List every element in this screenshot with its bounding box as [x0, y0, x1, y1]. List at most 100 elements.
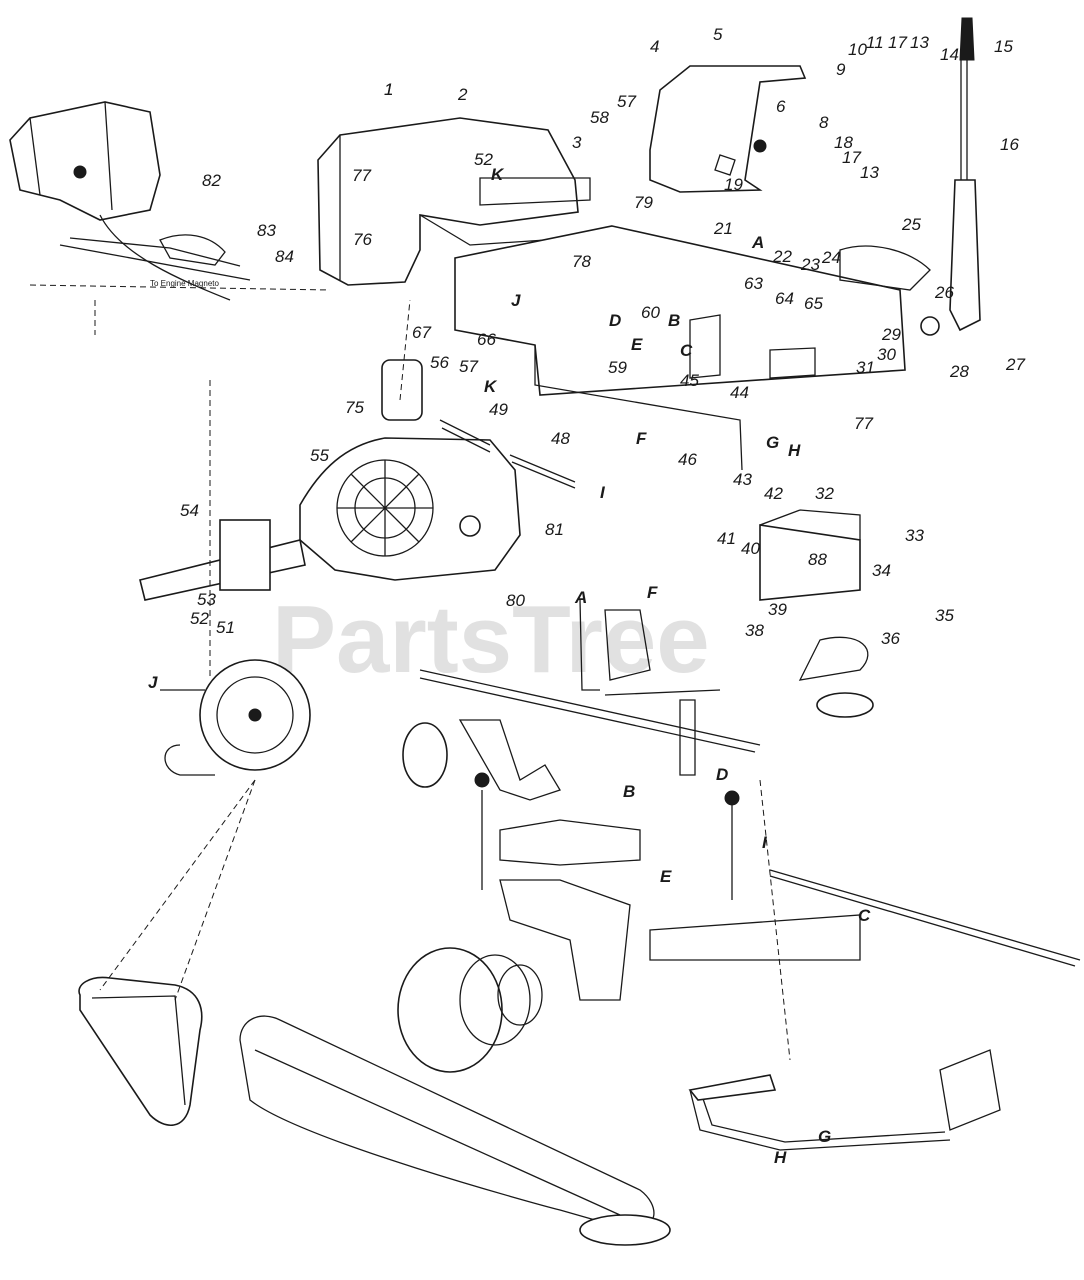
- reference-letter: G: [818, 1127, 831, 1146]
- part-number-callout: 17: [888, 33, 907, 52]
- part-number-callout: 78: [572, 252, 591, 271]
- part-number-callout: 63: [744, 274, 763, 293]
- part-number-callout: 88: [808, 550, 827, 569]
- reference-letter: K: [491, 165, 505, 184]
- seat-bracket: [317, 117, 591, 286]
- part-number-callout: 30: [877, 345, 896, 364]
- part-number-callout: 8: [819, 113, 829, 132]
- part-number-callout: 79: [634, 193, 653, 212]
- reference-letter: D: [716, 765, 728, 784]
- reference-letter: K: [484, 377, 498, 396]
- reference-letter: H: [788, 441, 801, 460]
- part-number-callout: 23: [800, 255, 820, 274]
- reference-letter: J: [511, 291, 521, 310]
- part-number-callout: 49: [489, 400, 508, 419]
- part-number-callout: 14: [940, 45, 959, 64]
- part-number-callout: 83: [257, 221, 276, 240]
- reference-letter: E: [660, 867, 672, 886]
- part-number-callout: 19: [724, 175, 743, 194]
- part-number-callout: 43: [733, 470, 752, 489]
- part-number-callout: 6: [776, 97, 786, 116]
- part-number-callout: 80: [506, 591, 525, 610]
- part-number-callout: 64: [775, 289, 794, 308]
- part-number-callout: 28: [949, 362, 969, 381]
- part-number-callout: 9: [836, 60, 846, 79]
- part-number-callout: 5: [713, 25, 723, 44]
- reference-letter: F: [636, 429, 647, 448]
- reference-letter: B: [668, 311, 680, 330]
- reference-letter: I: [762, 833, 768, 852]
- part-number-callout: 15: [994, 37, 1013, 56]
- bracket-box: [759, 509, 861, 601]
- part-number-callout: 32: [815, 484, 834, 503]
- part-number-callout: 66: [477, 330, 496, 349]
- part-number-callout: 4: [650, 37, 659, 56]
- part-number-callout: 67: [412, 323, 431, 342]
- drive-pulley: [397, 947, 543, 1073]
- part-number-callout: 82: [202, 171, 221, 190]
- part-number-callout: 77: [352, 166, 371, 185]
- reference-letter: I: [600, 483, 606, 502]
- part-number-callout: 55: [310, 446, 329, 465]
- part-number-callout: 45: [680, 371, 699, 390]
- part-number-callout: 57: [617, 92, 636, 111]
- part-number-callout: 11: [866, 33, 884, 52]
- part-number-callout: 29: [881, 325, 901, 344]
- part-number-callout: 27: [1005, 355, 1025, 374]
- reference-letter: D: [609, 311, 621, 330]
- fender-cover: [649, 65, 807, 193]
- springs: [439, 419, 721, 696]
- part-number-callout: 65: [804, 294, 823, 313]
- part-number-callout: 77: [854, 414, 873, 433]
- part-number-callout: 26: [934, 283, 954, 302]
- part-number-callout: 2: [457, 85, 468, 104]
- reference-letter: G: [766, 433, 779, 452]
- reference-letter: C: [680, 341, 693, 360]
- part-number-callout: 51: [216, 618, 235, 637]
- part-number-callout: 75: [345, 398, 364, 417]
- reference-letter: A: [751, 233, 764, 252]
- reference-letter: E: [631, 335, 643, 354]
- part-number-callout: 81: [545, 520, 564, 539]
- part-number-callout: 35: [935, 606, 954, 625]
- part-number-callout: 58: [590, 108, 609, 127]
- part-number-callout: 31: [856, 358, 875, 377]
- part-number-callout: 48: [551, 429, 570, 448]
- part-number-callout: 60: [641, 303, 660, 322]
- cooling-fan: [160, 659, 311, 776]
- engine-shroud-inset: To Engine Magneto: [9, 101, 331, 335]
- part-number-callout: 13: [860, 163, 879, 182]
- part-number-callout: 42: [764, 484, 783, 503]
- part-number-callout: 22: [772, 247, 792, 266]
- part-number-callout: 36: [881, 629, 900, 648]
- part-number-callout: 34: [872, 561, 891, 580]
- part-number-callout: 40: [741, 539, 760, 558]
- reference-letter: J: [148, 673, 158, 692]
- part-number-callout: 10: [848, 40, 867, 59]
- transaxle: [139, 359, 521, 601]
- part-number-callout: 17: [842, 148, 861, 167]
- reference-letter: H: [774, 1148, 787, 1167]
- part-number-callout: 41: [717, 529, 736, 548]
- part-number-callout: 18: [834, 133, 853, 152]
- magneto-note: To Engine Magneto: [150, 279, 219, 288]
- part-number-callout: 38: [745, 621, 764, 640]
- part-number-callout: 16: [1000, 135, 1019, 154]
- shift-lever: [920, 17, 981, 336]
- mounting-plate: [454, 225, 931, 471]
- drive-belts: [78, 976, 671, 1246]
- part-number-callout: 3: [572, 133, 582, 152]
- reference-letter: F: [647, 583, 658, 602]
- part-number-callout: 57: [459, 357, 478, 376]
- part-number-callout: 21: [713, 219, 733, 238]
- reference-letter: B: [623, 782, 635, 801]
- part-number-callout: 13: [910, 33, 929, 52]
- part-number-callout: 53: [197, 590, 216, 609]
- part-number-callout: 56: [430, 353, 449, 372]
- part-number-callout: 1: [384, 80, 393, 99]
- part-number-callout: 39: [768, 600, 787, 619]
